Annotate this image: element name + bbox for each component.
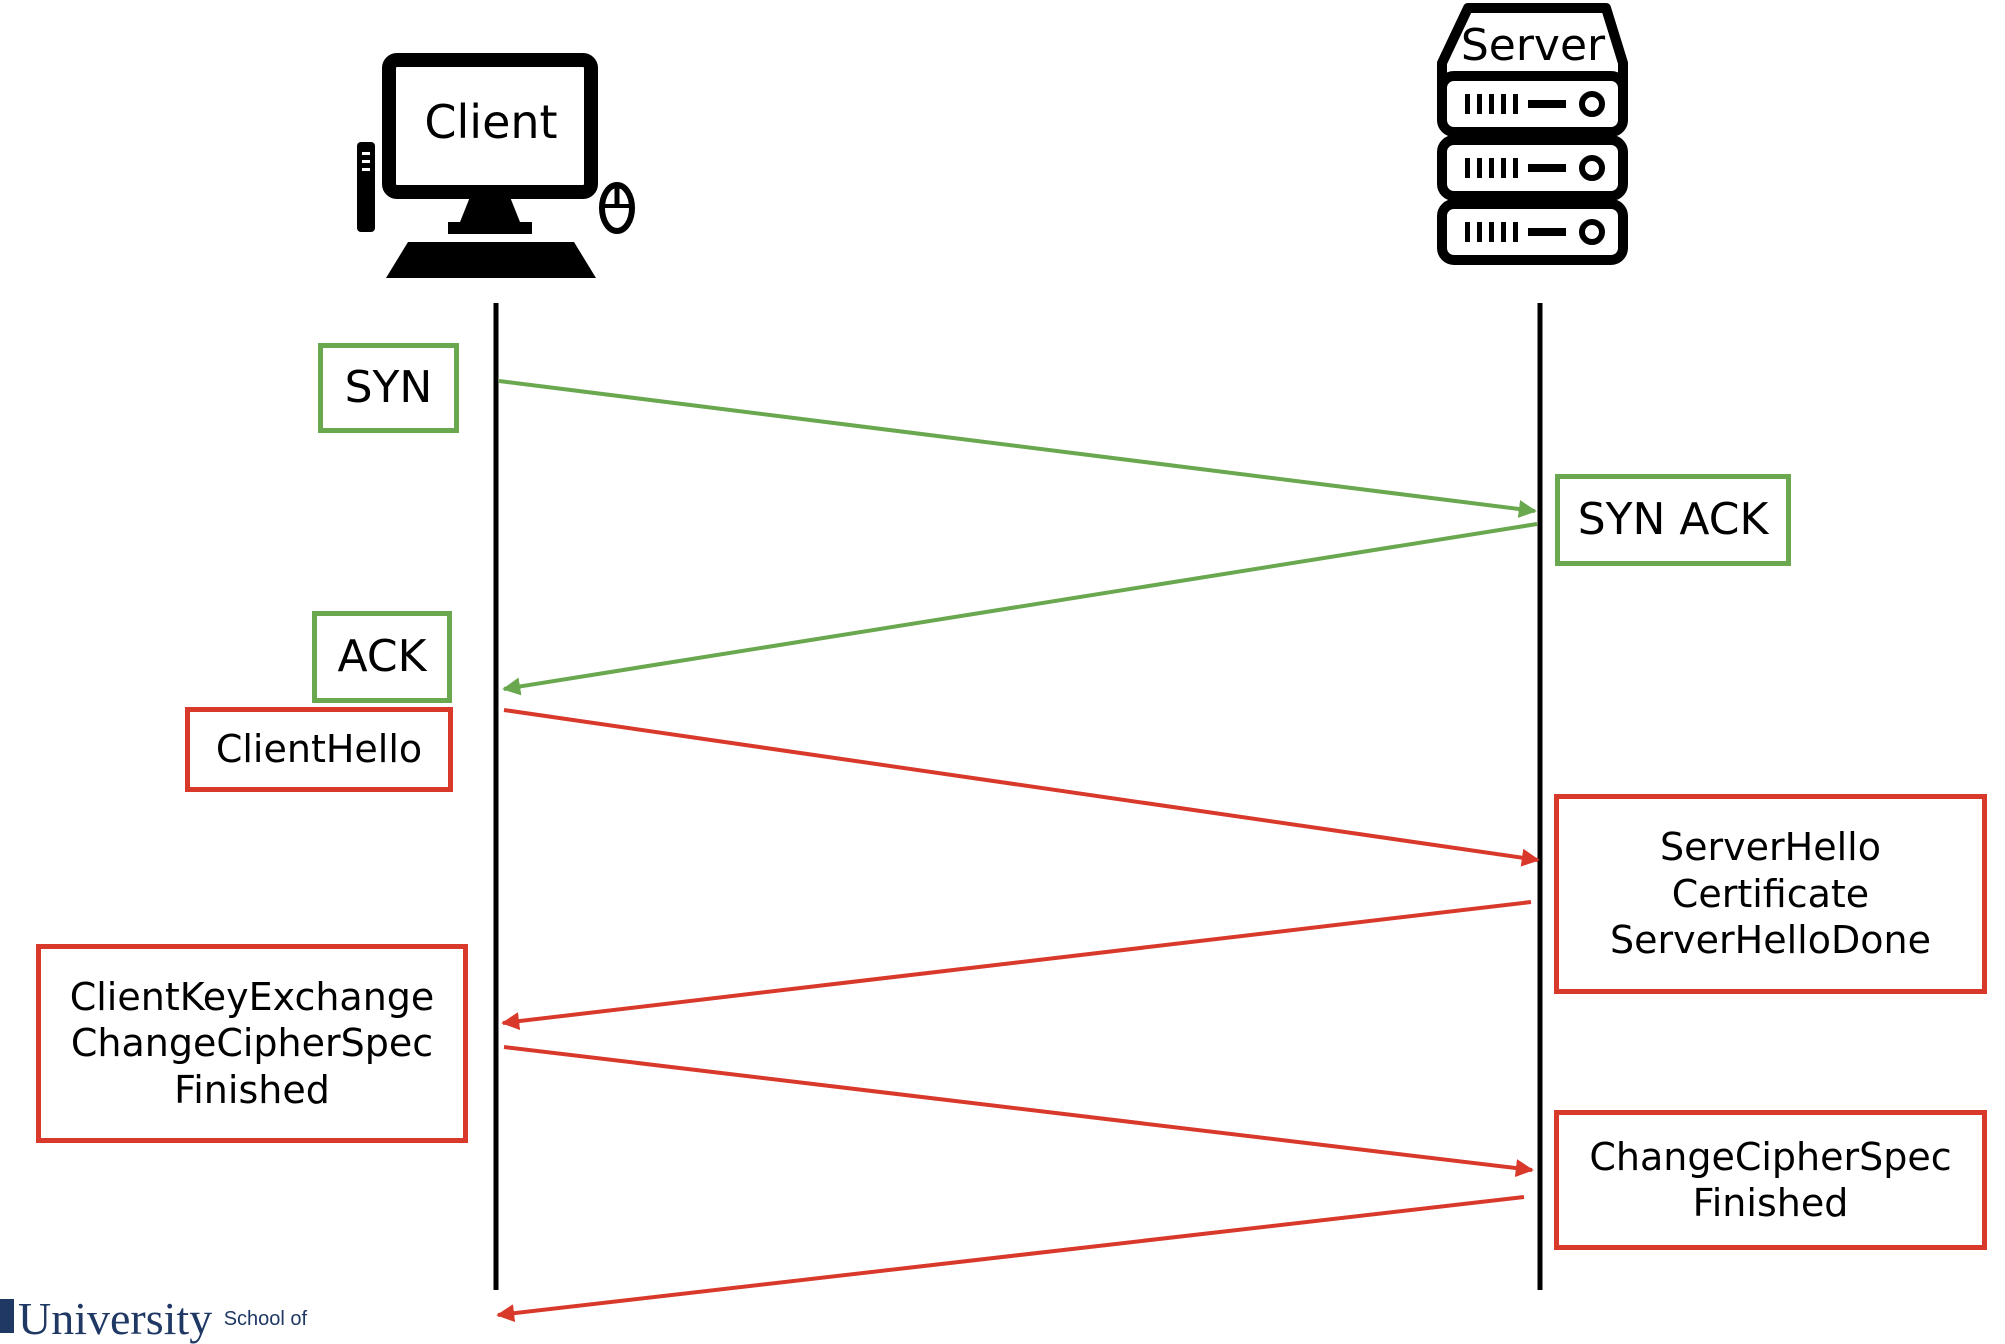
rack-slot-tick — [1465, 222, 1470, 242]
msg-syn-ack-box: SYN ACK — [1555, 474, 1791, 566]
msg-client-hello-line-1: ClientHello — [215, 727, 423, 772]
client-label: Client — [424, 95, 558, 149]
rack-power-led-icon — [1579, 91, 1605, 117]
rack-slot-tick — [1501, 158, 1506, 178]
rack-slot-tick — [1501, 222, 1506, 242]
msg-syn-line-1: SYN — [344, 362, 433, 414]
rack-slot-bar — [1528, 164, 1566, 172]
arrow-client-key-exchange — [503, 1045, 1534, 1178]
rack-power-led-icon — [1579, 219, 1605, 245]
footer-university-text: University — [18, 1293, 213, 1344]
footer-school-text: School of — [223, 1308, 308, 1330]
msg-server-hello-line-3: ServerHelloDone — [1610, 918, 1931, 963]
rack-slot-bar — [1528, 228, 1566, 236]
msg-server-finished-line-1: ChangeCipherSpec — [1589, 1134, 1952, 1179]
msg-client-key-exchange-line-3: Finished — [174, 1067, 330, 1112]
server-label: Server — [1460, 20, 1606, 71]
arrow-server-hello — [501, 900, 1532, 1031]
footer-logo-mark — [0, 1299, 14, 1333]
rack-slot-bar — [1528, 100, 1566, 108]
msg-syn-box: SYN — [318, 343, 459, 433]
footer-logo: University School of — [0, 1296, 308, 1342]
arrow-client-hello — [503, 708, 1540, 867]
arrow-server-finished — [496, 1195, 1525, 1323]
rack-slot-tick — [1489, 94, 1494, 114]
msg-client-key-exchange-line-1: ClientKeyExchange — [69, 974, 435, 1019]
rack-slot-tick — [1465, 94, 1470, 114]
rack-slot-tick — [1465, 158, 1470, 178]
msg-client-key-exchange-line-2: ChangeCipherSpec — [70, 1021, 434, 1066]
msg-ack-line-1: ACK — [337, 631, 427, 683]
rack-slot-tick — [1513, 158, 1518, 178]
msg-server-finished-line-2: Finished — [1692, 1181, 1849, 1225]
arrow-syn — [498, 379, 1537, 518]
desktop-computer-icon — [357, 53, 635, 278]
rack-slot-tick — [1477, 222, 1482, 242]
rack-slot-tick — [1477, 158, 1482, 178]
rack-slot-tick — [1489, 222, 1494, 242]
msg-ack-box: ACK — [312, 611, 452, 703]
rack-slot-tick — [1513, 222, 1518, 242]
msg-syn-ack-line-1: SYN ACK — [1577, 494, 1769, 546]
msg-server-hello-line-1: ServerHello — [1660, 825, 1881, 870]
rack-slot-tick — [1513, 94, 1518, 114]
arrow-syn-ack — [502, 522, 1538, 696]
msg-client-key-exchange-box: ClientKeyExchange ChangeCipherSpec Finis… — [36, 944, 468, 1143]
rack-slot-tick — [1489, 158, 1494, 178]
rack-slot-tick — [1501, 94, 1506, 114]
msg-client-hello-box: ClientHello — [185, 707, 453, 792]
msg-server-hello-line-2: Certificate — [1671, 871, 1870, 916]
server-rack-icon — [1437, 3, 1628, 265]
rack-slot-tick — [1477, 94, 1482, 114]
rack-slots — [1465, 91, 1605, 245]
rack-power-led-icon — [1579, 155, 1605, 181]
msg-server-finished-box: ChangeCipherSpec Finished — [1554, 1110, 1987, 1250]
msg-server-hello-box: ServerHello Certificate ServerHelloDone — [1554, 794, 1987, 994]
